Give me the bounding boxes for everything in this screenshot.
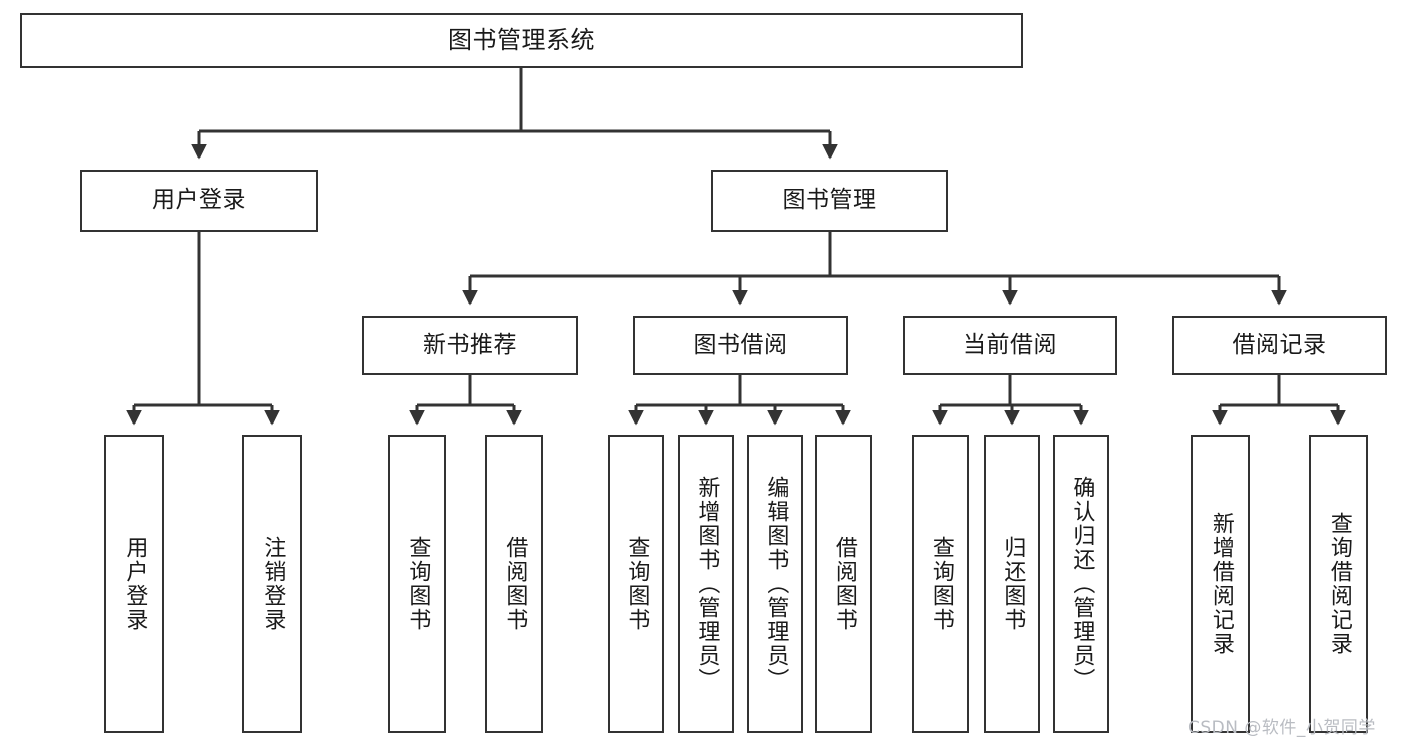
node-current-borrow[interactable]: 当前借阅 bbox=[903, 316, 1117, 375]
leaf-add-record[interactable]: 新增借阅记录 bbox=[1191, 435, 1250, 733]
node-root[interactable]: 图书管理系统 bbox=[20, 13, 1023, 68]
node-borrow-record[interactable]: 借阅记录 bbox=[1172, 316, 1387, 375]
leaf-add-book[interactable]: 新增图书（管理员） bbox=[678, 435, 734, 733]
node-user-login[interactable]: 用户登录 bbox=[80, 170, 318, 232]
leaf-confirm-return[interactable]: 确认归还（管理员） bbox=[1053, 435, 1109, 733]
node-new-book-recommend[interactable]: 新书推荐 bbox=[362, 316, 578, 375]
leaf-logout[interactable]: 注销登录 bbox=[242, 435, 302, 733]
leaf-return-book[interactable]: 归还图书 bbox=[984, 435, 1040, 733]
leaf-borrow-book-2[interactable]: 借阅图书 bbox=[815, 435, 872, 733]
leaf-edit-book[interactable]: 编辑图书（管理员） bbox=[747, 435, 803, 733]
leaf-borrow-book-1[interactable]: 借阅图书 bbox=[485, 435, 543, 733]
leaf-query-book-2[interactable]: 查询图书 bbox=[608, 435, 664, 733]
leaf-query-book-3[interactable]: 查询图书 bbox=[912, 435, 969, 733]
node-book-manage[interactable]: 图书管理 bbox=[711, 170, 948, 232]
leaf-query-book-1[interactable]: 查询图书 bbox=[388, 435, 446, 733]
leaf-query-record[interactable]: 查询借阅记录 bbox=[1309, 435, 1368, 733]
leaf-user-login[interactable]: 用户登录 bbox=[104, 435, 164, 733]
csdn-watermark: CSDN @软件_小贺同学 bbox=[1188, 718, 1376, 738]
node-book-borrow[interactable]: 图书借阅 bbox=[633, 316, 848, 375]
